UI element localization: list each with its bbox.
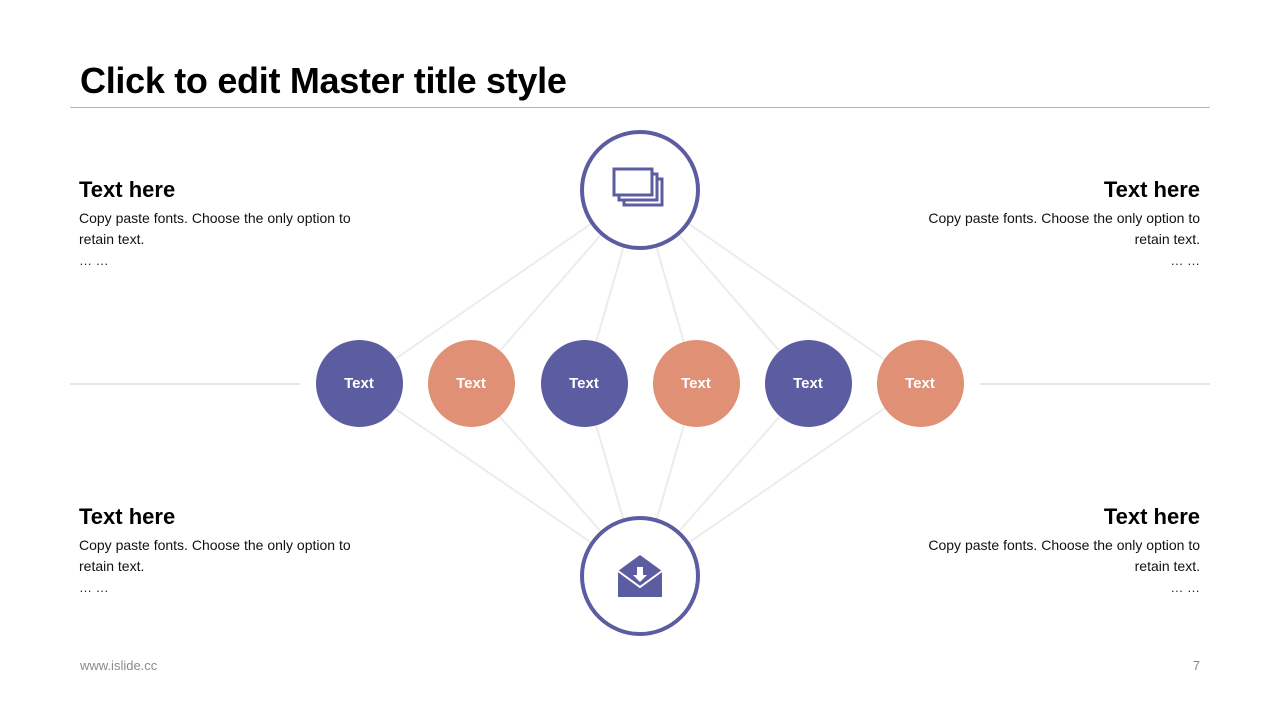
node-label: Text	[793, 375, 823, 392]
block-heading: Text here	[79, 177, 176, 202]
slide-title: Click to edit Master title style	[80, 60, 567, 101]
text-block-bottom-right: Text here Copy paste fonts. Choose the o…	[910, 503, 1200, 598]
node-2: Text	[427, 340, 515, 427]
node-label: Text	[681, 375, 711, 392]
block-body: Copy paste fonts. Choose the only option…	[79, 210, 351, 247]
node-label: Text	[344, 375, 374, 392]
node-3: Text	[540, 340, 628, 427]
block-ellipsis: … …	[79, 580, 109, 595]
stacked-windows-icon	[612, 167, 664, 207]
top-hub	[580, 130, 700, 250]
block-ellipsis: … …	[1170, 253, 1200, 268]
block-heading: Text here	[1103, 177, 1200, 202]
text-block-top-left: Text here Copy paste fonts. Choose the o…	[79, 176, 369, 271]
footer-website: www.islide.cc	[80, 658, 158, 673]
text-block-top-right: Text here Copy paste fonts. Choose the o…	[910, 176, 1200, 271]
inbox-envelope-icon	[617, 555, 663, 597]
block-heading: Text here	[79, 504, 176, 529]
block-heading: Text here	[1103, 504, 1200, 529]
block-ellipsis: … …	[79, 253, 109, 268]
page-number: 7	[1192, 658, 1200, 673]
block-body: Copy paste fonts. Choose the only option…	[928, 210, 1200, 247]
node-4: Text	[652, 340, 740, 427]
bottom-hub	[580, 516, 700, 636]
title-divider	[70, 107, 1210, 108]
node-5: Text	[764, 340, 852, 427]
block-ellipsis: … …	[1170, 580, 1200, 595]
node-label: Text	[905, 375, 935, 392]
text-block-bottom-left: Text here Copy paste fonts. Choose the o…	[79, 503, 369, 598]
node-label: Text	[456, 375, 486, 392]
node-1: Text	[315, 340, 403, 427]
block-body: Copy paste fonts. Choose the only option…	[79, 537, 351, 574]
node-label: Text	[569, 375, 599, 392]
node-6: Text	[876, 340, 964, 427]
block-body: Copy paste fonts. Choose the only option…	[928, 537, 1200, 574]
